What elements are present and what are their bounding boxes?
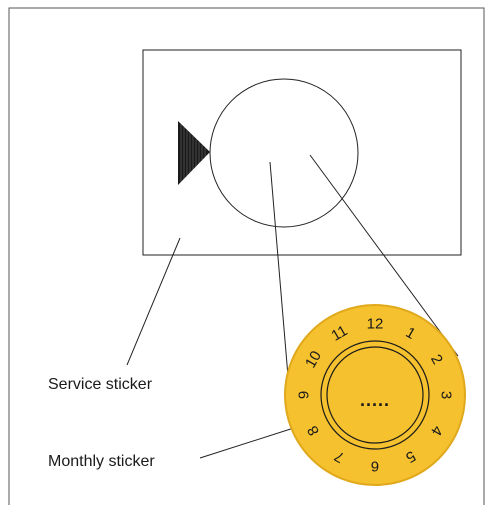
service-sticker-label: Service sticker — [48, 376, 153, 393]
month-label-10: 10 — [302, 348, 325, 371]
monthly-sticker-label: Monthly sticker — [48, 453, 155, 470]
monthly-sticker-label-leader — [199, 425, 301, 459]
monthly-sticker-right-leader — [309, 154, 459, 357]
triangle-valve-icon — [178, 121, 210, 185]
center-placeholder: ..... — [360, 390, 390, 410]
service-sticker-leader — [126, 237, 181, 366]
month-label-3: 3 — [438, 391, 455, 399]
month-label-9: 9 — [296, 391, 313, 399]
outer-frame — [8, 7, 485, 505]
month-label-11: 11 — [329, 322, 351, 345]
monthly-sticker-center — [326, 346, 424, 444]
device-outline — [142, 49, 462, 256]
monthly-sticker-inner-ring — [320, 340, 430, 450]
service-sticker-circle — [209, 78, 359, 228]
monthly-sticker-left-leader — [269, 161, 291, 401]
month-label-6: 6 — [371, 458, 379, 475]
monthly-sticker-disc — [284, 304, 466, 486]
month-label-12: 12 — [367, 316, 384, 333]
